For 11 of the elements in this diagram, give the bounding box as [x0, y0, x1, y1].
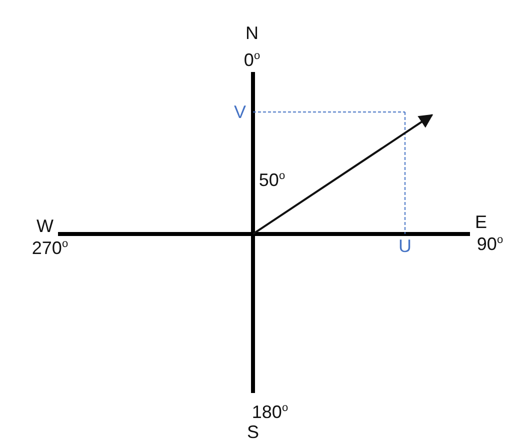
compass-direction-label: S — [247, 422, 259, 442]
compass-direction-label: E — [475, 212, 487, 232]
component-label: V — [234, 102, 246, 122]
degree-label: 270$^{o}$ — [32, 237, 68, 258]
degree-label: 90$^{o}$ — [476, 233, 504, 254]
degree-label: 180$^{o}$ — [252, 401, 288, 422]
compass-direction-label: N — [246, 23, 258, 43]
compass-direction-label: W — [36, 216, 54, 236]
component-label: U — [398, 236, 412, 256]
angle-label: 50$^{o}$ — [258, 169, 286, 190]
degree-label: 0$^{o}$ — [244, 49, 260, 70]
